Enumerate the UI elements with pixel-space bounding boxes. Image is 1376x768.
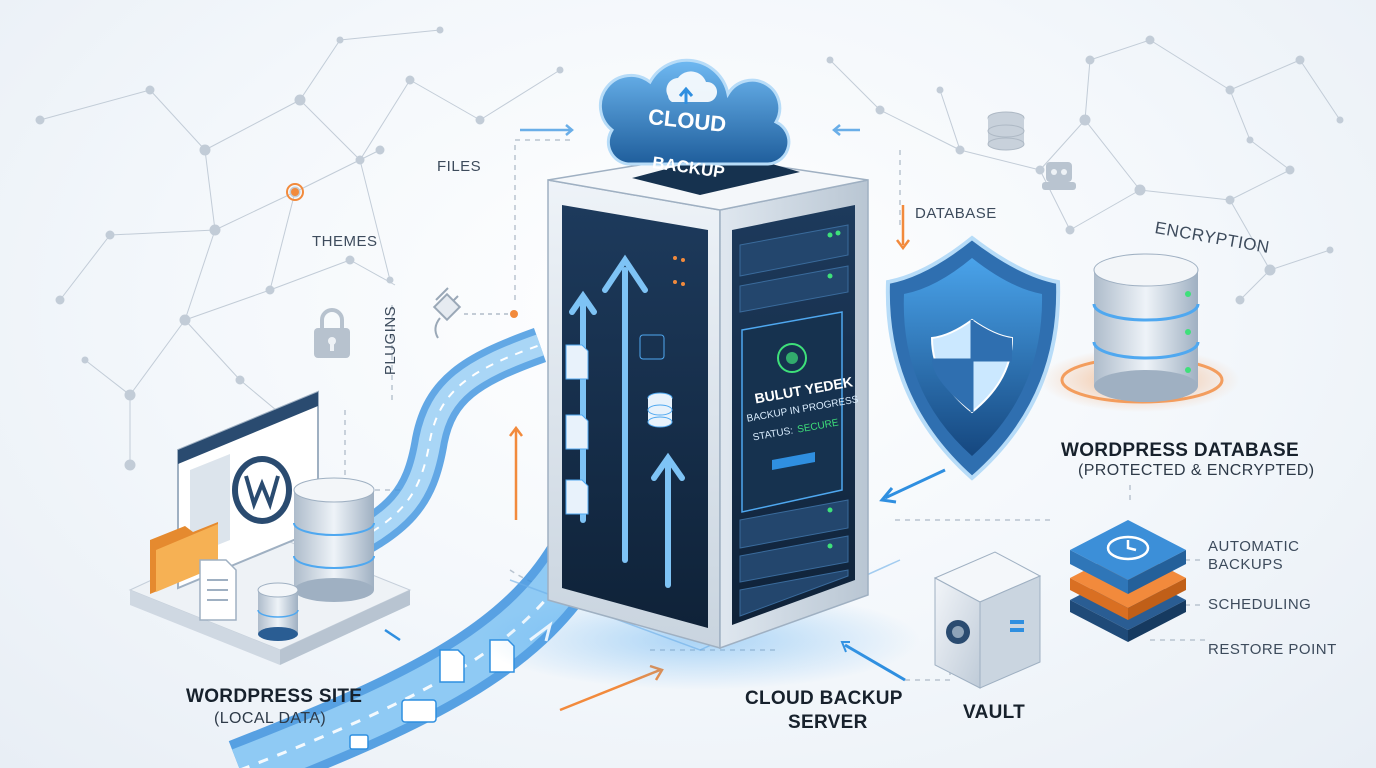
feature-automatic-line2: BACKUPS [1208, 556, 1284, 573]
wp-database-subtitle: (PROTECTED & ENCRYPTED) [1078, 462, 1315, 479]
server-screen [741, 311, 843, 513]
lock-icon [314, 308, 350, 358]
database-label: DATABASE [915, 205, 997, 222]
wp-database-title: WORDPRESS DATABASE [1061, 440, 1299, 461]
local-database-icon [257, 477, 375, 641]
wordpress-site-title: WORDPRESS SITE [186, 686, 363, 707]
feature-restore-point: RESTORE POINT [1208, 641, 1337, 658]
cloud-server-title-line1: CLOUD BACKUP [745, 688, 903, 709]
safe-icon [933, 551, 1042, 689]
feature-automatic-line1: AUTOMATIC [1208, 538, 1300, 555]
plug-icon [432, 287, 518, 339]
cloud-upload-icon [598, 58, 800, 195]
feature-automatic-backups: AUTOMATIC BACKUPS [1208, 538, 1299, 574]
server-rack-units [739, 224, 849, 617]
network-graph-right [826, 35, 1344, 305]
screen-documents [565, 334, 673, 515]
document-icon [199, 559, 237, 621]
browser-window [177, 390, 319, 590]
backup-layers-stack [1070, 520, 1186, 642]
database-icon [987, 111, 1025, 151]
wordpress-site-subtitle: (LOCAL DATA) [214, 710, 327, 727]
themes-label: THEMES [312, 233, 378, 250]
folder-icon [150, 522, 218, 594]
plugins-label: PLUGINS [382, 305, 400, 376]
wordpress-site-device [128, 390, 412, 665]
feature-scheduling: SCHEDULING [1208, 596, 1312, 613]
cloud-backup-server [480, 154, 920, 690]
orange-node [286, 183, 304, 201]
robot-icon [1042, 162, 1076, 190]
shield-icon [885, 235, 1061, 481]
wordpress-logo-icon [232, 456, 292, 524]
restore-clock-icon [1106, 535, 1150, 561]
wordpress-database-icon [1040, 253, 1240, 412]
vault-title: VAULT [963, 702, 1026, 723]
files-label: FILES [437, 158, 482, 175]
cloud-server-title-line2: SERVER [788, 712, 868, 733]
